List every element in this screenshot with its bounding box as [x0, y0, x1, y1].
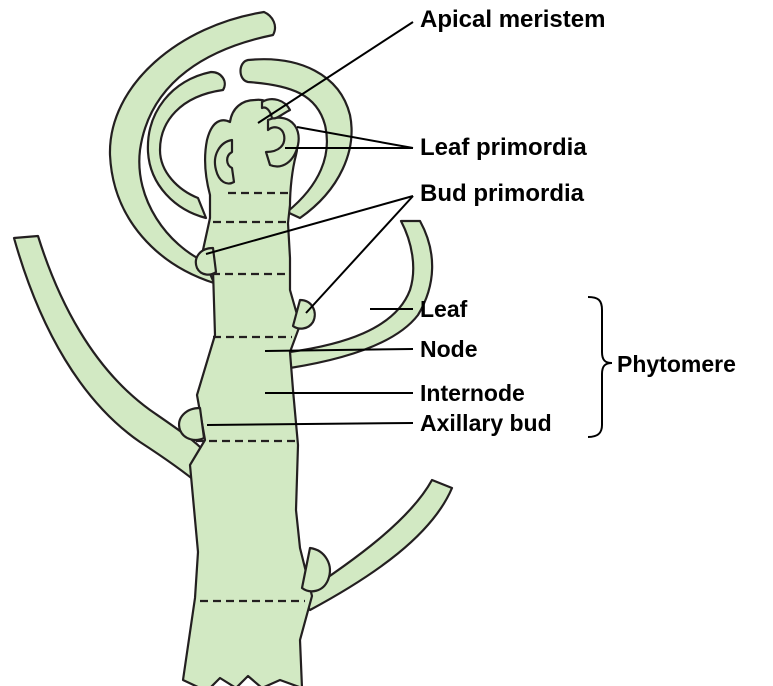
label-node: Node — [420, 336, 478, 362]
bud-primordium-right — [293, 300, 315, 329]
axillary-bud-upper — [179, 408, 204, 440]
label-bud-primordia: Bud primordia — [420, 180, 585, 207]
label-leaf: Leaf — [420, 296, 468, 322]
right-leaf — [290, 221, 432, 368]
left-leaf — [14, 236, 205, 485]
leaf-primordia-leader — [297, 127, 413, 148]
bud-primordia-leader — [306, 196, 413, 313]
label-apical-meristem: Apical meristem — [420, 6, 605, 33]
labels: Apical meristem Leaf primordia Bud primo… — [420, 6, 736, 436]
label-internode: Internode — [420, 380, 525, 406]
phytomere-bracket — [588, 297, 612, 437]
lower-right-leaf — [300, 480, 452, 610]
label-leaf-primordia: Leaf primordia — [420, 134, 587, 161]
label-phytomere: Phytomere — [617, 351, 736, 377]
axillary-bud-lower — [302, 548, 330, 591]
label-axillary-bud: Axillary bud — [420, 410, 552, 436]
